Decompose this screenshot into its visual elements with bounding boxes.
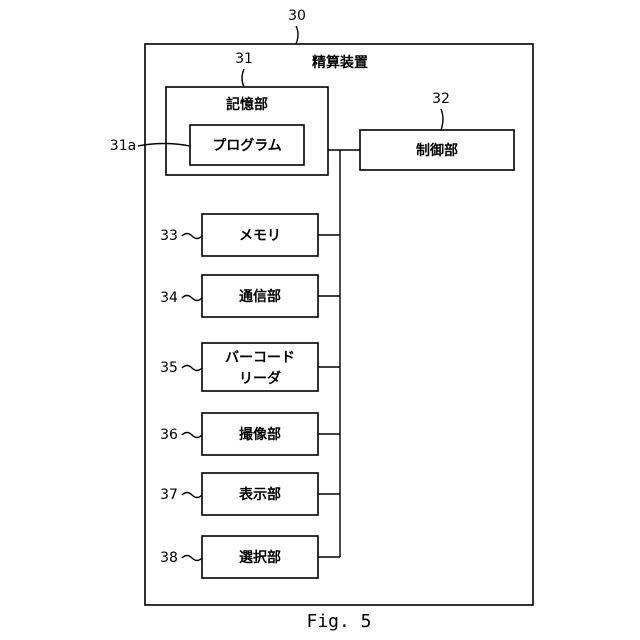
- component-ref: 33: [160, 228, 178, 244]
- component-label: 撮像部: [239, 426, 281, 443]
- device-ref: 30: [288, 8, 306, 24]
- component-ref: 38: [160, 550, 178, 566]
- storage-ref: 31: [235, 51, 253, 67]
- program-label: プログラム: [212, 137, 282, 154]
- component-label: 選択部: [239, 549, 281, 566]
- component-label-line2: リーダ: [239, 370, 281, 387]
- component-label: メモリ: [239, 228, 281, 244]
- device-leader: [296, 26, 298, 44]
- storage-label: 記憶部: [226, 96, 268, 113]
- device-title: 精算装置: [312, 54, 368, 71]
- controller-label: 制御部: [416, 142, 458, 159]
- program-ref: 31a: [110, 138, 136, 154]
- component-ref: 35: [160, 360, 178, 376]
- component-label: 表示部: [238, 486, 281, 503]
- component-label: 通信部: [239, 288, 281, 305]
- component-ref: 36: [160, 427, 178, 443]
- component-ref: 34: [160, 290, 178, 306]
- component-ref: 37: [160, 487, 178, 503]
- component-label-line1: バーコード: [225, 350, 295, 366]
- controller-ref: 32: [432, 91, 450, 107]
- figure-caption: Fig. 5: [306, 611, 371, 632]
